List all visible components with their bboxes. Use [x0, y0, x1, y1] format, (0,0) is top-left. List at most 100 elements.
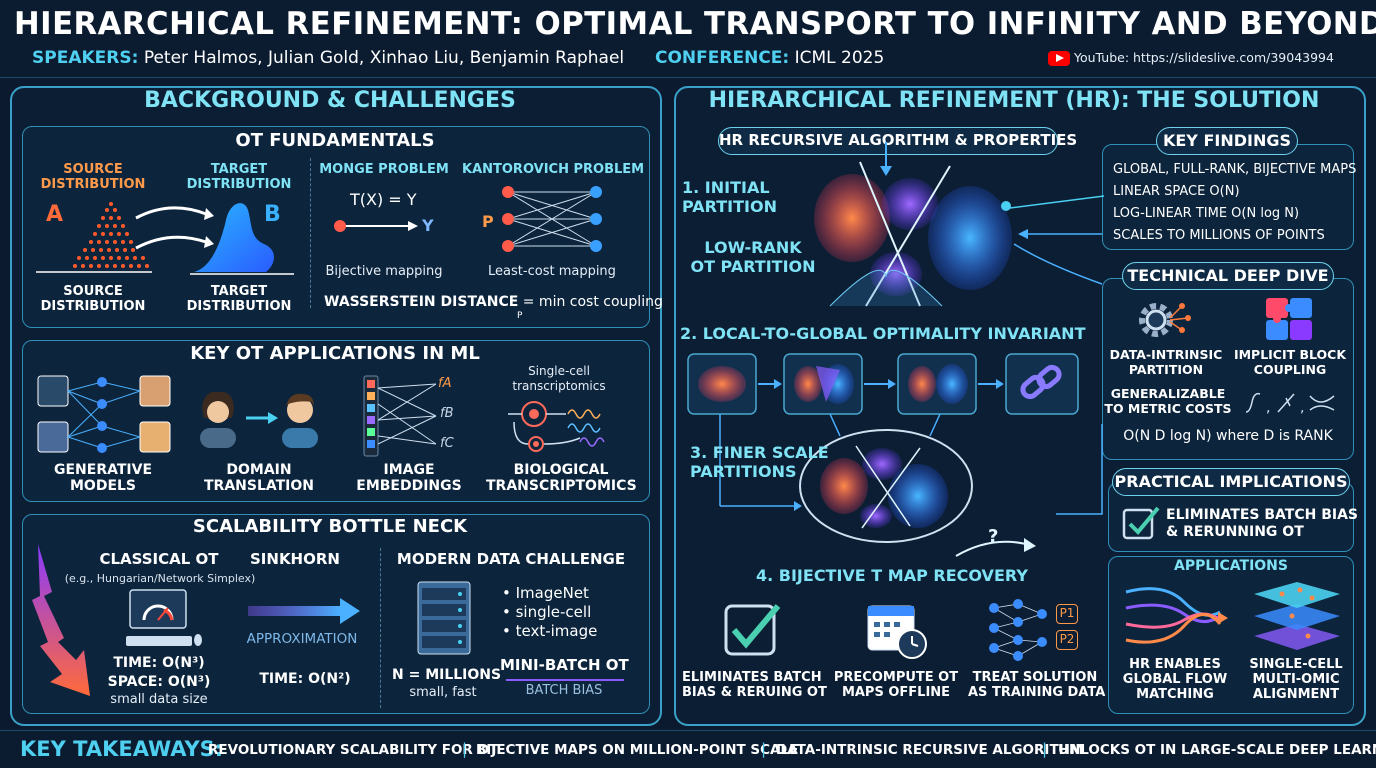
sinkhorn-time: TIME: O(N²) — [259, 671, 351, 687]
classical-ot-subtitle: (e.g., Hungarian/Network Simplex) — [64, 572, 256, 585]
low-rank-label: LOW-RANK OT PARTITION — [690, 238, 816, 276]
youtube-link[interactable]: YouTube: https://slideslive.com/39043994 — [1048, 50, 1334, 66]
transport-arrows-icon — [135, 206, 214, 250]
generative-models-label: GENERATIVE MODELS — [53, 462, 153, 494]
single-cell-caption: Single-cell transcriptomics — [512, 364, 606, 393]
multi-omic-label: SINGLE-CELL MULTI-OMIC ALIGNMENT — [1249, 657, 1343, 702]
metric-curves-icon: , , — [1245, 392, 1335, 416]
ot-fundamentals-title: OT FUNDAMENTALS — [235, 130, 435, 151]
target-distribution-icon — [190, 203, 294, 275]
findings-connector — [1009, 195, 1105, 209]
modern-bullet-2: • single-cell — [502, 603, 592, 621]
modern-bullet-1: • ImageNet — [502, 584, 589, 602]
domain-translation-icon — [200, 391, 318, 448]
svg-text:,: , — [1300, 400, 1304, 416]
footer-label: KEY TAKEAWAYS: — [20, 737, 224, 761]
step-4-label: 4. BIJECTIVE T MAP RECOVERY — [756, 566, 1028, 585]
biological-transcriptomics-label: BIOLOGICAL TRANSCRIPTOMICS — [486, 462, 637, 494]
label-a: A — [46, 202, 64, 227]
kantorovich-coupling-icon — [502, 186, 602, 252]
step-2-label: 2. LOCAL-TO-GLOBAL OPTIMALITY INVARIANT — [680, 324, 1086, 343]
check-icon — [1122, 506, 1160, 540]
kantorovich-caption: Least-cost mapping — [488, 264, 616, 279]
single-cell-icon — [508, 401, 605, 452]
modern-data-title: MODERN DATA CHALLENGE — [396, 550, 626, 568]
sinkhorn-title: SINKHORN — [250, 550, 340, 568]
deep-dive-title: TECHNICAL DEEP DIVE — [1122, 262, 1334, 290]
wasserstein-sub: P — [517, 311, 523, 321]
data-intrinsic-label: DATA-INTRINSIC PARTITION — [1109, 347, 1223, 377]
side-connectors — [1013, 229, 1103, 515]
classical-time: TIME: O(N³) — [113, 655, 205, 671]
n-subtitle: small, fast — [409, 685, 477, 700]
wasserstein-label: WASSERSTEIN DISTANCE — [324, 294, 519, 310]
target-label-bottom: TARGET DISTRIBUTION — [186, 284, 292, 314]
footer-sep-2: | — [761, 740, 767, 758]
domain-translation-label: DOMAIN TRANSLATION — [203, 462, 314, 494]
question-mark: ? — [988, 526, 999, 547]
source-label-top: SOURCE DISTRIBUTION — [40, 162, 146, 192]
classical-ot-title: CLASSICAL OT — [99, 550, 219, 568]
mini-batch-underline — [506, 679, 624, 681]
ot-applications-title: KEY OT APPLICATIONS IN ML — [190, 343, 480, 364]
footer-sep-1: | — [462, 740, 468, 758]
implicit-coupling-label: IMPLICIT BLOCK COUPLING — [1233, 347, 1347, 377]
p1-box: P1 — [1056, 604, 1078, 624]
checkbox-icon — [724, 604, 781, 656]
applications-title: APPLICATIONS — [1174, 558, 1288, 574]
bottom-icon-label-1: ELIMINATES BATCH BIAS & RERUING OT — [682, 670, 827, 700]
takeaway-2: BIJECTIVE MAPS ON MILLION-POINT SCALE — [476, 742, 799, 758]
hr-algorithm-illustration — [687, 142, 1079, 557]
batch-bias-label: BATCH BIAS — [525, 683, 603, 698]
kantorovich-p: P — [482, 212, 494, 231]
bottom-icon-label-3: TREAT SOLUTION AS TRAINING DATA — [968, 670, 1106, 700]
monge-y: Y — [422, 216, 434, 235]
footer-sep-3: | — [1042, 740, 1048, 758]
puzzle-icon — [1266, 298, 1312, 340]
speakers: Peter Halmos, Julian Gold, Xinhao Liu, B… — [143, 48, 625, 68]
kantorovich-title: KANTOROVICH PROBLEM — [462, 162, 645, 177]
footer: KEY TAKEAWAYS: REVOLUTIONARY SCALABILITY… — [0, 730, 1376, 768]
solution-title: HIERARCHICAL REFINEMENT (HR): THE SOLUTI… — [708, 88, 1320, 113]
neural-network-icon — [989, 599, 1047, 661]
background-title: BACKGROUND & CHALLENGES — [144, 88, 516, 113]
practical-check-text: ELIMINATES BATCH BIAS & RERUNNING OT — [1166, 507, 1359, 540]
calendar-clock-icon — [867, 605, 927, 659]
page-title: HIERARCHICAL REFINEMENT: OPTIMAL TRANSPO… — [14, 6, 1376, 42]
down-arrow-icon — [32, 544, 90, 696]
ot-divider — [310, 158, 311, 308]
p2-box: P2 — [1056, 630, 1078, 650]
fa-label: fA — [438, 376, 452, 391]
flow-matching-label: HR ENABLES GLOBAL FLOW MATCHING — [1122, 657, 1228, 702]
speakers-label: SPEAKERS: — [32, 48, 139, 68]
conference-label: CONFERENCE: — [655, 48, 790, 68]
generative-network-icon — [37, 375, 171, 453]
classical-size: small data size — [110, 692, 208, 707]
takeaway-1: REVOLUTIONARY SCALABILITY FOR OT — [208, 742, 499, 758]
bottom-icon-label-2: PRECOMPUTE OT MAPS OFFLINE — [833, 670, 959, 700]
takeaway-4: UNLOCKS OT IN LARGE-SCALE DEEP LEARNING — [1058, 742, 1376, 758]
step-3-label: 3. FINER SCALE PARTITIONS — [690, 443, 829, 481]
algorithm-title: HR RECURSIVE ALGORITHM & PROPERTIES — [718, 127, 1077, 155]
finding-3: LOG-LINEAR TIME O(N log N) — [1113, 206, 1300, 221]
step-1-label: 1. INITIAL PARTITION — [682, 178, 777, 216]
monge-equation: T(X) = Y — [350, 190, 417, 209]
wasserstein-line: WASSERSTEIN DISTANCE = min cost coupling — [324, 294, 663, 310]
target-label-top: TARGET DISTRIBUTION — [186, 162, 292, 192]
n-millions: N = MILLIONS — [392, 667, 502, 683]
mini-batch-title: MINI-BATCH OT — [500, 656, 629, 674]
modern-bullet-3: • text-image — [502, 622, 598, 640]
key-findings-title: KEY FINDINGS — [1156, 127, 1298, 155]
label-b: B — [264, 202, 281, 227]
generalizable-label: GENERALIZABLE TO METRIC COSTS — [1104, 386, 1232, 416]
takeaway-3: DATA-INTRINSIC RECURSIVE ALGORITHM — [776, 742, 1084, 758]
approximation-label: APPROXIMATION — [246, 631, 358, 647]
flow-matching-icon — [1125, 587, 1228, 644]
conference: ICML 2025 — [794, 48, 885, 68]
fc-label: fC — [440, 436, 454, 451]
fb-label: fB — [440, 406, 454, 421]
ot-applications-box — [22, 340, 650, 502]
key-findings-box — [1102, 144, 1354, 250]
sinkhorn-arrow-icon — [248, 598, 360, 624]
scalability-title: SCALABILITY BOTTLE NECK — [192, 516, 468, 537]
